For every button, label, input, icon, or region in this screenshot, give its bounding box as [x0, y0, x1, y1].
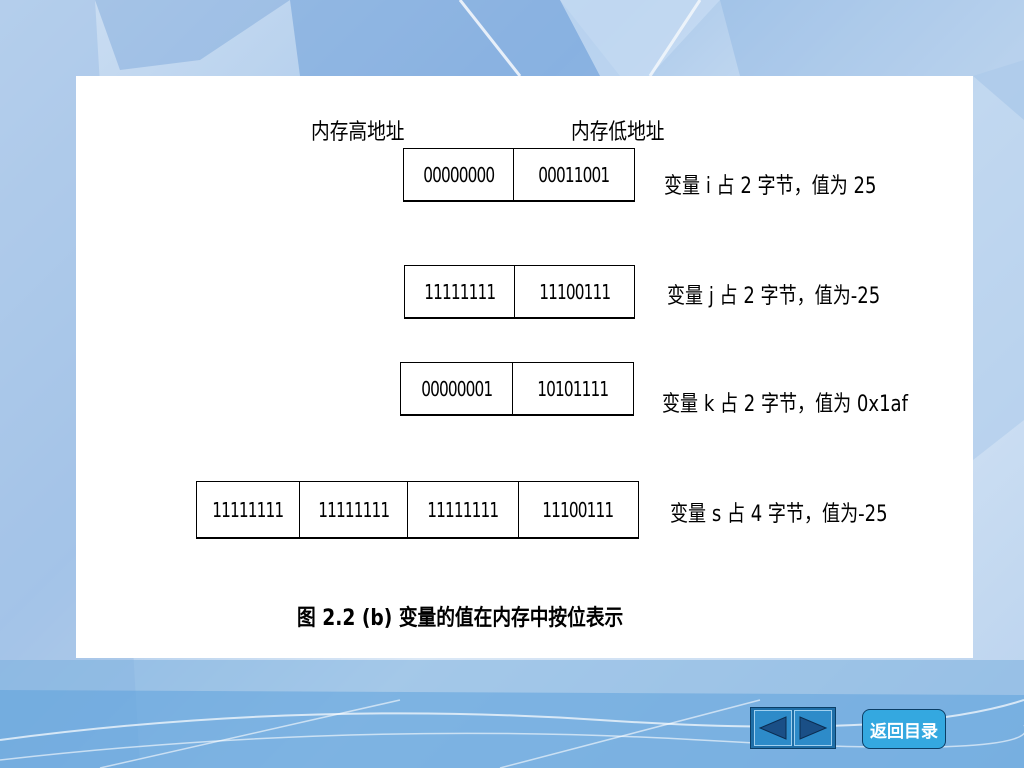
byte-cell: 11111111 [408, 482, 519, 537]
triangle-right-icon [799, 716, 828, 740]
byte-cell: 11111111 [197, 482, 300, 537]
slide-navigation [750, 707, 836, 749]
byte-cell: 00011001 [538, 162, 611, 187]
previous-button[interactable] [754, 710, 792, 746]
memory-row-i: 00000000 00011001 [403, 148, 635, 202]
memory-row-j: 11111111 11100111 [404, 265, 635, 319]
back-to-contents-button[interactable]: 返回目录 [862, 709, 946, 749]
byte-cell: 00000000 [404, 149, 515, 200]
header-high-address: 内存高地址 [311, 120, 405, 145]
variable-i-description: 变量 i 占 2 字节，值为 25 [664, 174, 877, 199]
slide-content: 内存高地址 内存低地址 00000000 00011001 变量 i 占 2 字… [76, 76, 973, 658]
figure-caption: 图 2.2 (b) 变量的值在内存中按位表示 [297, 606, 624, 631]
variable-k-description: 变量 k 占 2 字节，值为 0x1af [662, 392, 908, 417]
memory-row-k: 00000001 10101111 [400, 362, 634, 416]
triangle-left-icon [758, 716, 787, 740]
byte-cell: 10101111 [537, 376, 610, 401]
next-button[interactable] [794, 710, 832, 746]
byte-cell: 11100111 [542, 497, 615, 522]
byte-cell: 11111111 [300, 482, 409, 537]
byte-cell: 00000001 [401, 363, 514, 414]
byte-cell: 11111111 [405, 266, 516, 317]
variable-j-description: 变量 j 占 2 字节，值为-25 [667, 284, 881, 309]
memory-row-s: 11111111 11111111 11111111 11100111 [196, 481, 639, 539]
byte-cell: 11100111 [539, 279, 611, 304]
header-low-address: 内存低地址 [571, 120, 665, 145]
variable-s-description: 变量 s 占 4 字节，值为-25 [670, 502, 888, 527]
